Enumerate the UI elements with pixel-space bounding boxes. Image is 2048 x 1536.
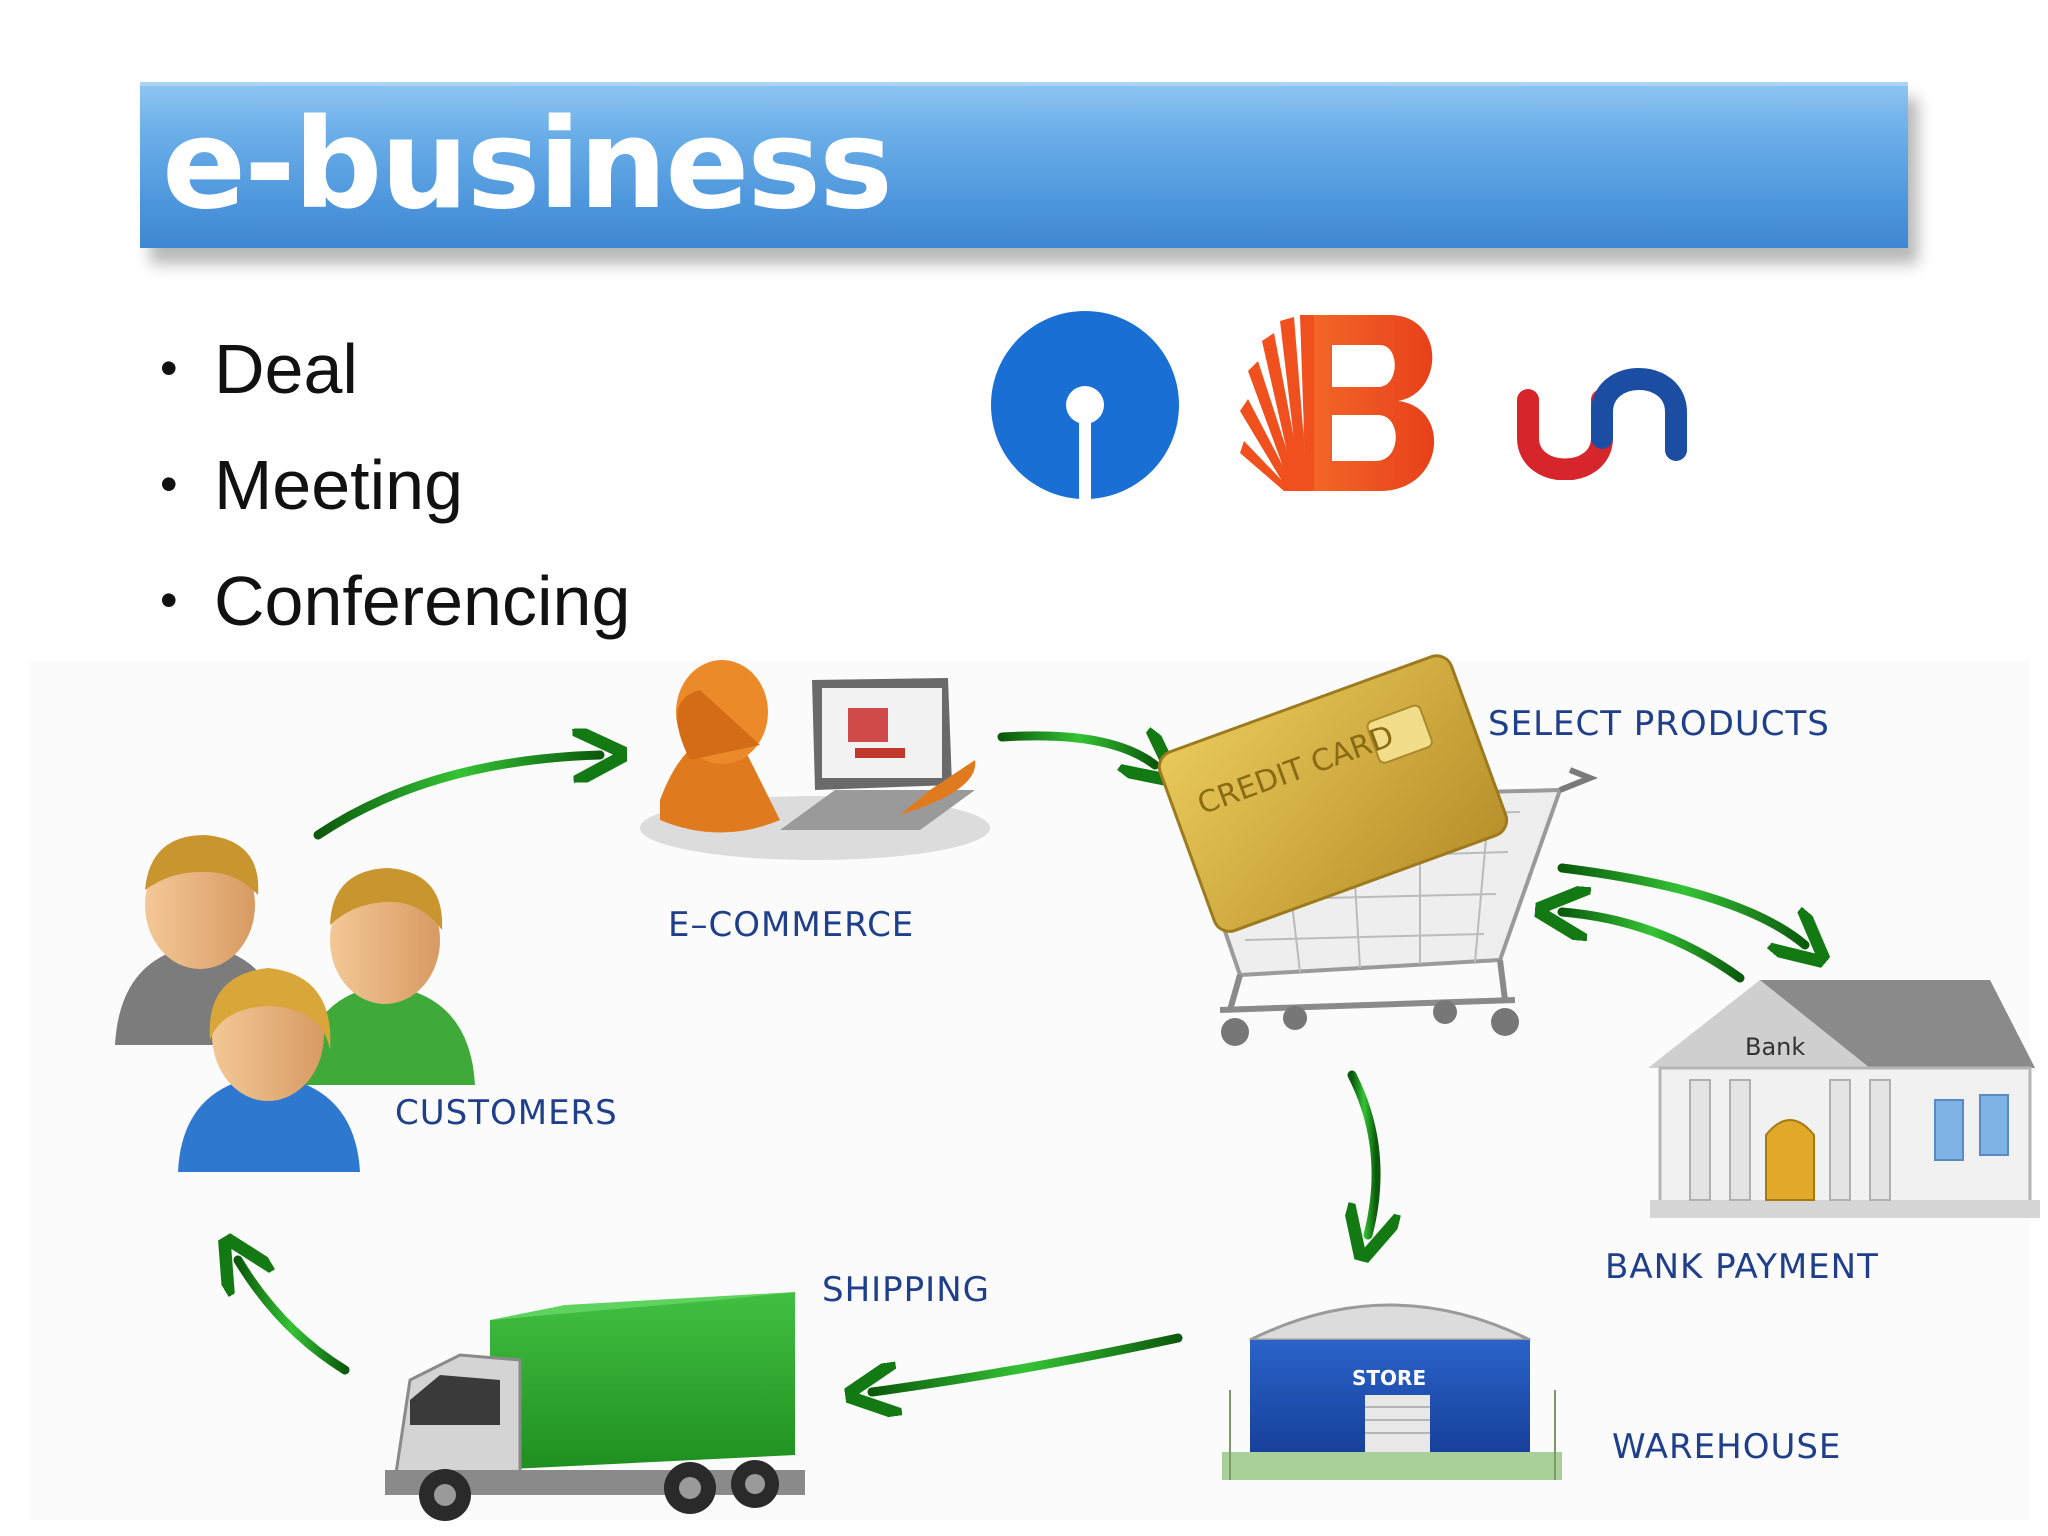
label-warehouse: WAREHOUSE [1612, 1427, 1842, 1467]
label-shipping: SHIPPING [822, 1270, 990, 1310]
arrow-cart-to-warehouse [1352, 1070, 1376, 1235]
delivery-truck-icon [385, 1292, 805, 1521]
arrow-cart-to-bank [1557, 863, 1805, 945]
title-banner: e-business [140, 82, 1908, 248]
svg-text:STORE: STORE [1352, 1366, 1426, 1390]
warehouse-icon: STORE [1222, 1303, 1562, 1480]
bullet-item: •Meeting [160, 446, 464, 524]
customers-icon [115, 835, 475, 1172]
label-ecommerce: E–COMMERCE [668, 905, 915, 945]
label-customers: CUSTOMERS [395, 1093, 618, 1133]
sbi-logo [991, 311, 1179, 500]
arrow-customers-to-ecommerce [313, 755, 600, 840]
bank-icon: Bank [1648, 980, 2040, 1218]
bullet-list: •Deal •Meeting •Conferencing [160, 310, 630, 658]
label-select-products: SELECT PRODUCTS [1488, 704, 1830, 744]
bullet-item: •Deal [160, 330, 358, 408]
slide-title: e-business [162, 93, 893, 237]
arrow-shipping-to-customers [238, 1260, 350, 1375]
ecommerce-icon [640, 660, 990, 860]
arrow-ecommerce-to-cart [997, 736, 1155, 765]
bank-of-baroda-logo [1240, 315, 1435, 494]
label-bank-payment: BANK PAYMENT [1605, 1247, 1879, 1287]
union-bank-logo [1517, 368, 1687, 480]
shopping-cart-icon: CREDIT CARD [1157, 654, 1599, 1046]
arrow-bank-to-cart [1562, 912, 1745, 983]
arrow-warehouse-to-shipping [872, 1333, 1183, 1392]
svg-text:Bank: Bank [1745, 1033, 1805, 1061]
bullet-item: •Conferencing [160, 562, 631, 640]
